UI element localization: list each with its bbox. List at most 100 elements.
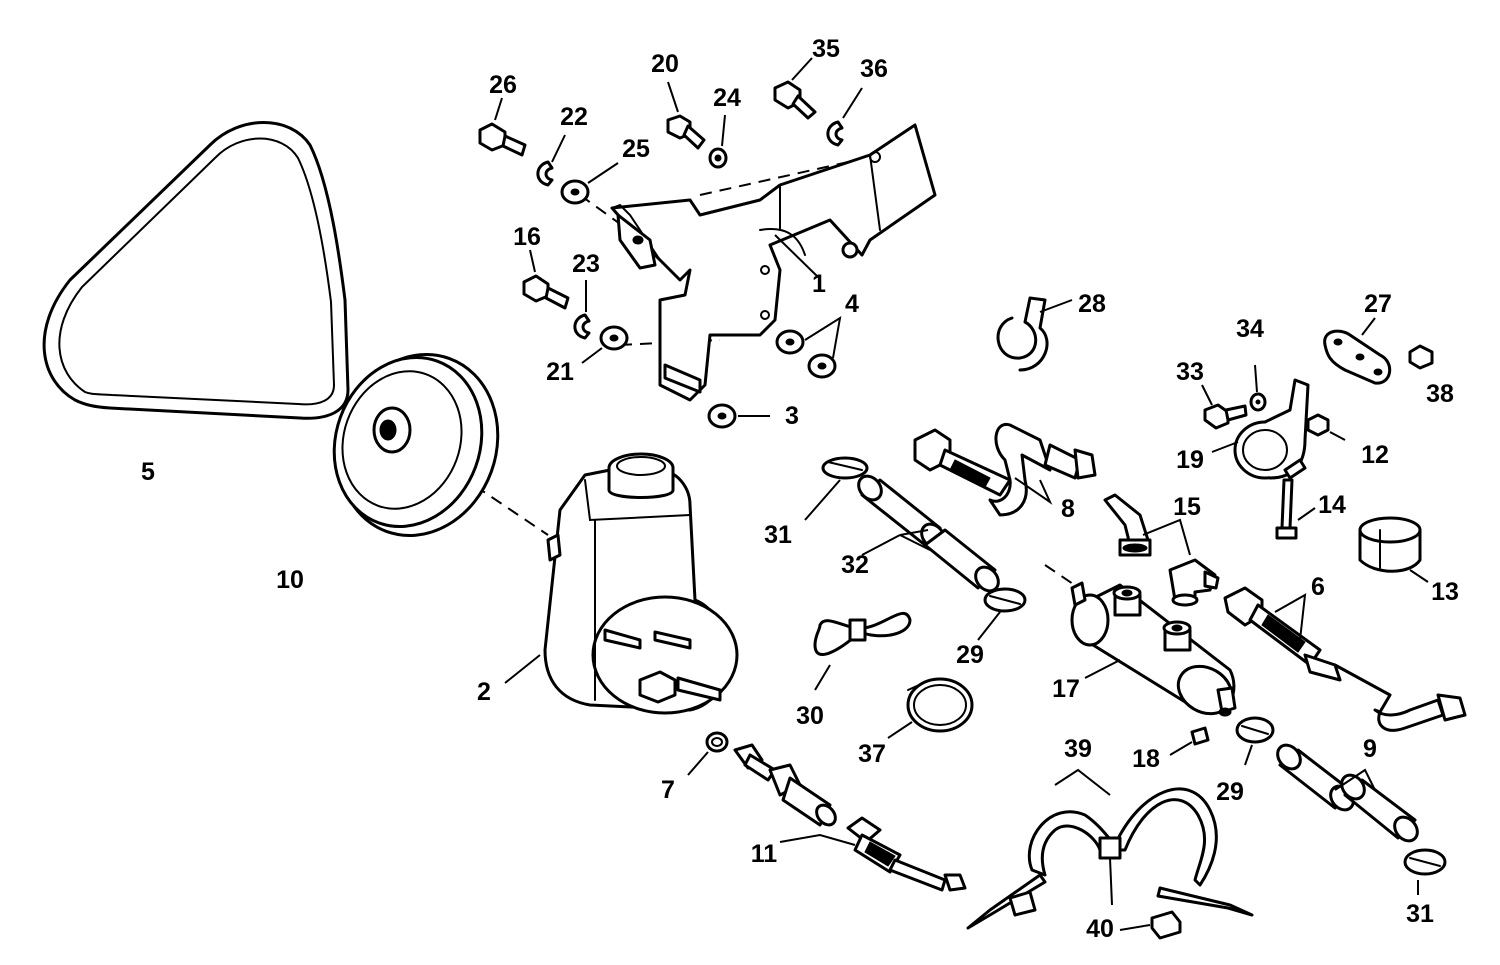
power-steering-pump xyxy=(543,452,739,715)
callout-40: 40 xyxy=(1086,915,1114,943)
oil-cooler xyxy=(1070,581,1237,717)
o-ring xyxy=(705,731,729,753)
callout-19: 19 xyxy=(1176,446,1204,474)
leader-27 xyxy=(1361,317,1376,336)
callout-2: 2 xyxy=(477,678,491,706)
callout-16: 16 xyxy=(513,223,541,251)
elbow-fitting xyxy=(1103,493,1152,557)
leader-29 xyxy=(977,611,1001,641)
bracket xyxy=(610,123,937,402)
leader-2 xyxy=(504,654,541,684)
callout-30: 30 xyxy=(796,702,824,730)
leader-1 xyxy=(774,234,819,278)
screw xyxy=(1275,478,1298,540)
leader-18 xyxy=(1169,741,1193,756)
callout-14: 14 xyxy=(1318,491,1346,519)
hose-clamp xyxy=(821,456,869,480)
callout-39: 39 xyxy=(1064,735,1092,763)
callout-7: 7 xyxy=(661,776,675,804)
leader-6 xyxy=(1274,593,1307,641)
leader-37 xyxy=(887,721,913,739)
leader-34 xyxy=(1254,364,1258,393)
leader-13 xyxy=(1409,569,1429,583)
lockwasher xyxy=(573,313,591,340)
leader-32 xyxy=(861,529,931,556)
washer xyxy=(599,325,629,351)
callout-26: 26 xyxy=(489,71,517,99)
callout-20: 20 xyxy=(651,50,679,78)
callout-10: 10 xyxy=(276,566,304,594)
tie-strap xyxy=(966,787,1254,930)
clamp xyxy=(1233,378,1310,480)
callout-4: 4 xyxy=(845,290,859,318)
leader-28 xyxy=(1039,299,1073,313)
hose-clamp xyxy=(983,587,1027,613)
callout-27: 27 xyxy=(1364,290,1392,318)
callout-12: 12 xyxy=(1361,441,1389,469)
callout-6: 6 xyxy=(1311,573,1325,601)
leader-29b xyxy=(1244,744,1253,766)
callout-3: 3 xyxy=(785,402,799,430)
washer xyxy=(560,179,590,205)
leader-40 xyxy=(1119,924,1151,931)
leader-25 xyxy=(587,162,619,184)
leader-35 xyxy=(791,57,813,81)
callout-36: 36 xyxy=(860,55,888,83)
callout-31: 31 xyxy=(764,521,792,549)
lockwasher xyxy=(536,160,554,187)
washer xyxy=(707,403,737,429)
elbow-fitting xyxy=(1168,558,1220,607)
leader-11 xyxy=(779,833,856,846)
leader-26 xyxy=(494,97,503,121)
callout-5: 5 xyxy=(141,458,155,486)
lockwasher xyxy=(826,120,844,147)
screw xyxy=(666,114,706,150)
callout-18: 18 xyxy=(1132,745,1160,773)
drive-belt xyxy=(42,121,350,420)
callout-13: 13 xyxy=(1431,578,1459,606)
callout-33: 33 xyxy=(1176,358,1204,386)
callout-25: 25 xyxy=(622,135,650,163)
callout-23: 23 xyxy=(572,250,600,278)
leader-30 xyxy=(814,664,831,691)
callout-28: 28 xyxy=(1078,290,1106,318)
callout-9: 9 xyxy=(1363,735,1377,763)
leader-15 xyxy=(1142,518,1191,556)
hose-assembly xyxy=(1223,586,1467,732)
leader-40b xyxy=(1109,857,1113,906)
nut xyxy=(1306,413,1330,437)
hose-assembly xyxy=(913,422,1097,517)
clip xyxy=(996,296,1049,372)
leader-9 xyxy=(1334,768,1376,791)
drain-plug xyxy=(1190,726,1210,746)
callout-21: 21 xyxy=(546,358,574,386)
screw xyxy=(522,274,570,310)
leader-33 xyxy=(1201,384,1213,406)
pulley xyxy=(332,353,500,537)
callout-11: 11 xyxy=(751,840,778,868)
leader-20 xyxy=(667,81,679,113)
hose-assembly xyxy=(733,743,967,892)
hose xyxy=(1276,743,1419,843)
cushion xyxy=(1358,516,1422,573)
callout-31b: 31 xyxy=(1406,900,1434,928)
leader-21 xyxy=(581,347,603,364)
callout-34: 34 xyxy=(1236,315,1264,343)
leader-14 xyxy=(1297,507,1316,521)
leader-7 xyxy=(687,751,709,776)
leader-4 xyxy=(804,315,842,359)
leader-22 xyxy=(551,134,566,163)
callout-29b: 29 xyxy=(1216,778,1244,806)
screw xyxy=(1203,403,1248,430)
washer xyxy=(775,329,805,355)
callout-22: 22 xyxy=(560,103,588,131)
callout-8: 8 xyxy=(1061,495,1075,523)
leader-16 xyxy=(529,249,536,273)
hose-clamp xyxy=(1235,716,1275,744)
callout-15: 15 xyxy=(1173,493,1201,521)
leader-12 xyxy=(1329,431,1346,441)
leader-8 xyxy=(1014,477,1053,505)
screw xyxy=(478,122,527,157)
